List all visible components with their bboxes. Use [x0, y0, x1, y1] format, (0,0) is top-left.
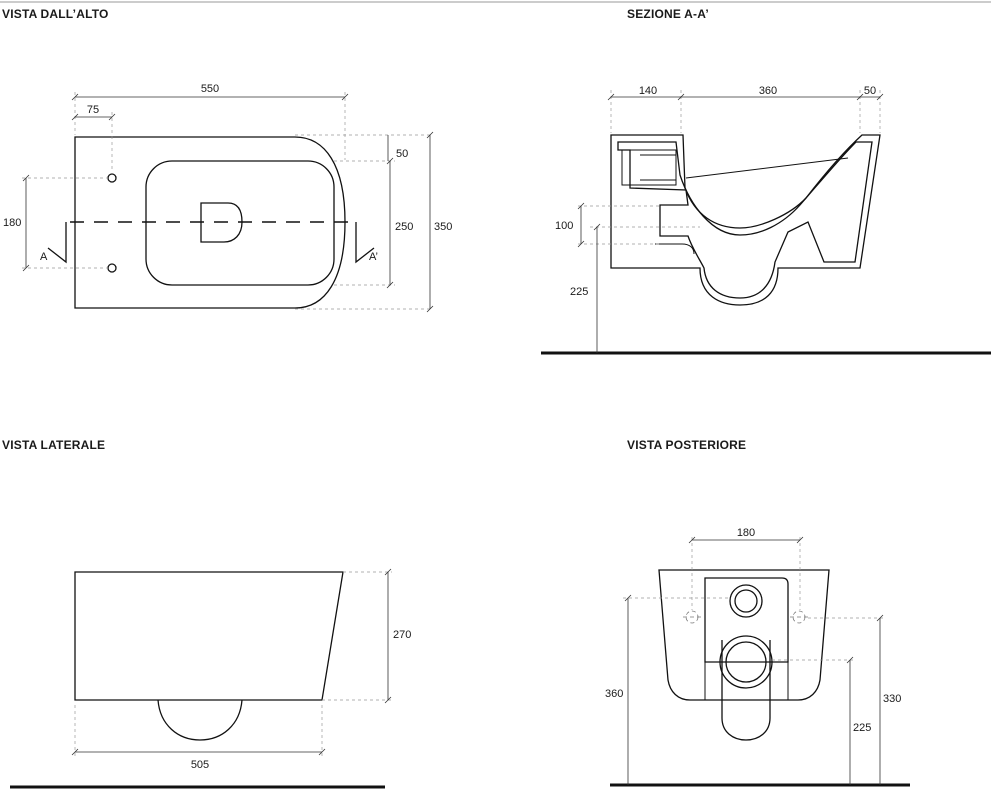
dim-rear-outlet: 225	[853, 722, 871, 734]
title-section-view: SEZIONE A-A’	[627, 7, 709, 21]
dim-rear-total: 360	[605, 688, 623, 700]
fixing-hole-lower	[107, 263, 117, 273]
dim-top-offset: 75	[87, 104, 99, 116]
fixing-hole-upper	[107, 173, 117, 183]
dim-side-length: 505	[191, 759, 209, 771]
dim-section-height: 225	[570, 286, 588, 298]
title-top-view: VISTA DALL’ALTO	[2, 7, 109, 21]
section-label-a: A	[40, 251, 48, 263]
dim-top-inner: 250	[395, 221, 413, 233]
top-view-drawing: A A’ 550 75 50 250 350 180	[3, 83, 452, 313]
section-view-drawing: 140 360 50 100 225	[541, 85, 991, 355]
rear-outlet-outer	[719, 635, 773, 689]
dim-rear-top: 330	[883, 693, 901, 705]
dim-side-height: 270	[393, 629, 411, 641]
section-marker-a	[47, 222, 67, 264]
section-outlet	[655, 243, 695, 255]
dim-top-width: 350	[434, 221, 452, 233]
rear-view-drawing: 180 360 330 225	[605, 527, 910, 787]
rear-inlet-outer	[729, 584, 763, 618]
top-view-bowl-rim	[145, 160, 335, 286]
dim-top-fixing: 180	[3, 217, 21, 229]
dim-section-outlet: 100	[555, 220, 573, 232]
section-inner-wall	[617, 141, 873, 299]
dim-rear-fixing: 180	[737, 527, 755, 539]
rear-view-body	[658, 569, 830, 701]
rear-view-panel	[704, 577, 789, 663]
section-bowl-slope	[685, 157, 849, 179]
rear-inlet-inner	[734, 589, 758, 613]
title-side-view: VISTA LATERALE	[2, 438, 105, 452]
section-outer-profile	[610, 134, 881, 306]
side-view-body	[74, 571, 344, 701]
section-label-a-prime: A’	[369, 251, 378, 263]
section-inlet	[621, 149, 677, 186]
rear-outlet-pipe	[721, 640, 771, 741]
dim-section-front: 50	[864, 85, 876, 97]
dim-section-mid: 360	[759, 85, 777, 97]
rear-outlet-inner	[725, 641, 767, 683]
top-view-body-outline	[74, 136, 346, 309]
side-view-drawing: 270 505	[10, 568, 411, 789]
section-marker-a-prime	[355, 222, 375, 264]
side-view-base	[157, 699, 243, 741]
dim-top-front: 50	[396, 148, 408, 160]
dim-top-length: 550	[201, 83, 219, 95]
title-rear-view: VISTA POSTERIORE	[627, 438, 746, 452]
dim-section-rear: 140	[639, 85, 657, 97]
